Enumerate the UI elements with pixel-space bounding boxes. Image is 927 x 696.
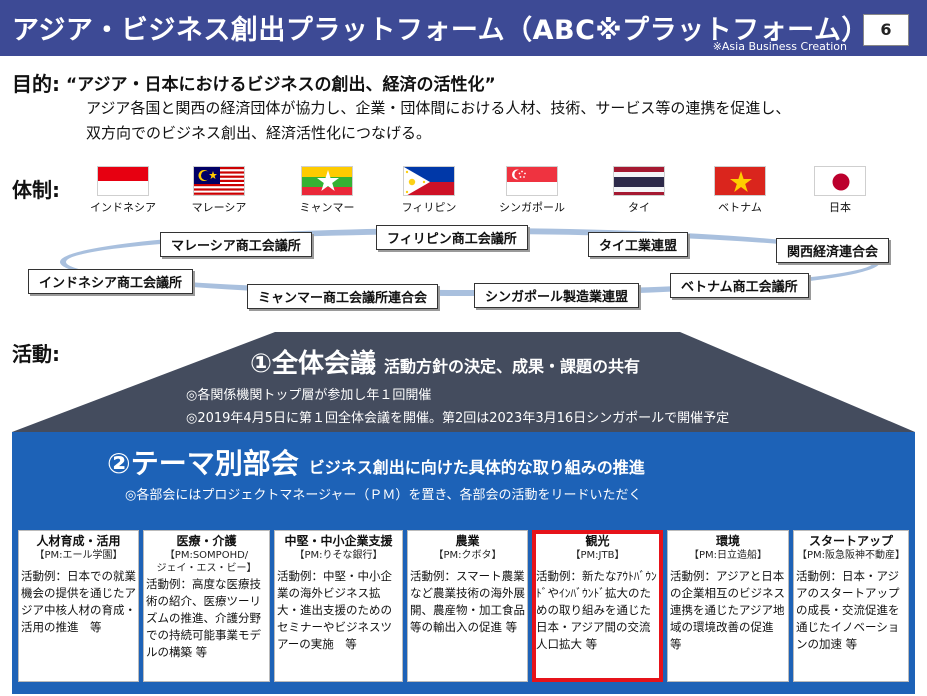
purpose-label: 目的: [12,72,60,96]
panel-pm: 【PM:SOMPOHD/ [164,550,249,561]
purpose-line-1: アジア各国と関西の経済団体が協力し、企業・団体間における人材、技術、サービス等の… [86,99,791,117]
activity-label: 活動: [12,342,60,366]
panel-pm: 【PM:クボタ】 [433,550,502,561]
singapore-flag-icon [506,166,558,196]
theme-note: ◎各部会にはプロジェクトマネージャー（ＰＭ）を置き、各部会の活動をリードいただく [125,488,642,503]
panel-environment: 環境 【PM:日立造船】 活動例：アジアと日本の企業相互のビジネス連携を通じたア… [667,530,789,682]
panel-pm: 【PM:エール学園】 [34,550,123,561]
org-singapore-federation: シンガポール製造業連盟 [474,283,640,308]
purpose-description: アジア各国と関西の経済団体が協力し、企業・団体間における人材、技術、サービス等の… [86,96,906,146]
page-number: 6 [863,14,909,46]
org-malaysia-chamber: マレーシア商工会議所 [160,232,312,257]
philippines-flag-icon [403,166,455,196]
org-indonesia-chamber: インドネシア商工会議所 [28,269,194,294]
panel-name: 医療・介護 [176,534,237,548]
panel-name: スタートアップ [808,534,893,548]
org-kansai-federation: 関西経済連合会 [776,238,890,263]
plenary-subtitle: 活動方針の決定、成果・課題の共有 [384,357,641,376]
country-name: タイ [628,201,650,214]
country-name: 日本 [829,201,851,214]
org-vietnam-chamber: ベトナム商工会議所 [670,273,809,298]
panel-human-resources: 人材育成・活用 【PM:エール学園】 活動例：日本での就業機会の提供を通じたアジ… [18,530,139,682]
org-thailand-federation: タイ工業連盟 [588,232,689,257]
panel-sme-support: 中堅・中小企業支援 【PM:りそな銀行】 活動例：中堅・中小企業の海外ビジネス拡… [274,530,403,682]
plenary-note-1: ◎各関係機関トップ層が参加し年１回開催 [186,388,432,403]
title-footnote: ※Asia Business Creation [712,40,847,53]
panel-name: 人材育成・活用 [36,534,121,548]
country-name: フィリピン [401,201,457,214]
panel-pm: 【PM:日立造船】 [688,550,768,561]
header-bar: アジア・ビジネス創出プラットフォーム（ABC※プラットフォーム） ※Asia B… [0,0,927,56]
country-name: ミャンマー [299,201,355,214]
country-malaysia: マレーシア [174,166,264,215]
panel-example: 活動例：中堅・中小企業の海外ビジネス拡大・進出支援のためのセミナーやビジネスツア… [277,569,392,651]
panel-pm: 【PM:阪急阪神不動産】 [796,550,906,561]
country-name: マレーシア [191,201,247,214]
country-name: ベトナム [718,201,762,214]
theme-title: ②テーマ別部会 [107,447,299,480]
panel-example: 活動例：高度な医療技術の紹介、医療ツーリズムの推進、介護分野での持続可能事業モデ… [146,577,261,659]
purpose-line-2: 双方向でのビジネス創出、経済活性化につなげる。 [86,124,432,142]
plenary-note-2: ◎2019年4月5日に第１回全体会議を開催。第2回は2023年3月16日シンガポ… [186,411,730,426]
panel-example: 活動例：日本・アジアのスタートアップの成長・交流促進を通じたイノベーションの加速… [796,569,900,651]
panel-medical-care: 医療・介護 【PM:SOMPOHD/ ジェイ・エス・ビー】 活動例：高度な医療技… [143,530,270,682]
country-vietnam: ベトナム [695,166,785,215]
thailand-flag-icon [613,166,665,196]
myanmar-flag-icon [301,166,353,196]
panel-tourism: 観光 【PM:JTB】 活動例：新たなｱｳﾄﾊﾞｳﾝﾄﾞやｲﾝﾊﾞｳﾝﾄﾞ拡大の… [532,530,663,682]
country-indonesia: インドネシア [78,166,168,215]
indonesia-flag-icon [97,166,149,196]
panel-pm-2: ジェイ・エス・ビー】 [156,563,257,574]
panel-example: 活動例：スマート農業など農業技術の海外展開、農産物・加工食品等の輸出入の促進 等 [410,569,525,634]
theme-subtitle: ビジネス創出に向けた具体的な取り組みの推進 [308,458,645,477]
panel-name: 観光 [585,534,610,548]
slide-title: アジア・ビジネス創出プラットフォーム（ABC※プラットフォーム） [12,15,869,46]
panel-example: 活動例：新たなｱｳﾄﾊﾞｳﾝﾄﾞやｲﾝﾊﾞｳﾝﾄﾞ拡大のための取り組みを通じた日… [536,569,657,651]
panel-agriculture: 農業 【PM:クボタ】 活動例：スマート農業など農業技術の海外展開、農産物・加工… [407,530,528,682]
purpose-headline: “アジア・日本におけるビジネスの創出、経済の活性化” [66,75,496,95]
plenary-title: ①全体会議 [250,349,377,379]
panel-name: 中堅・中小企業支援 [284,534,393,548]
malaysia-flag-icon [193,166,245,196]
panel-example: 活動例：アジアと日本の企業相互のビジネス連携を通じたアジア地域の環境改善の促進 … [670,569,785,651]
country-singapore: シンガポール [487,166,577,215]
country-japan: 日本 [795,166,885,215]
panel-example: 活動例：日本での就業機会の提供を通じたアジア中核人材の育成・活用の推進 等 [21,569,136,634]
country-philippines: フィリピン [384,166,474,215]
org-myanmar-chamber: ミャンマー商工会議所連合会 [247,284,439,309]
org-philippines-chamber: フィリピン商工会議所 [376,225,528,250]
country-thailand: タイ [594,166,684,215]
country-name: インドネシア [90,201,156,214]
vietnam-flag-icon [714,166,766,196]
structure-label: 体制: [12,178,60,202]
panel-pm: 【PM:JTB】 [570,550,625,561]
japan-flag-icon [814,166,866,196]
panel-startup: スタートアップ 【PM:阪急阪神不動産】 活動例：日本・アジアのスタートアップの… [793,530,909,682]
panel-name: 農業 [455,534,480,548]
country-myanmar: ミャンマー [282,166,372,215]
theme-subcommittees: ②テーマ別部会ビジネス創出に向けた具体的な取り組みの推進 ◎各部会にはプロジェク… [12,432,915,694]
country-name: シンガポール [499,201,565,214]
panel-name: 環境 [715,534,740,548]
panel-pm: 【PM:りそな銀行】 [294,550,383,561]
